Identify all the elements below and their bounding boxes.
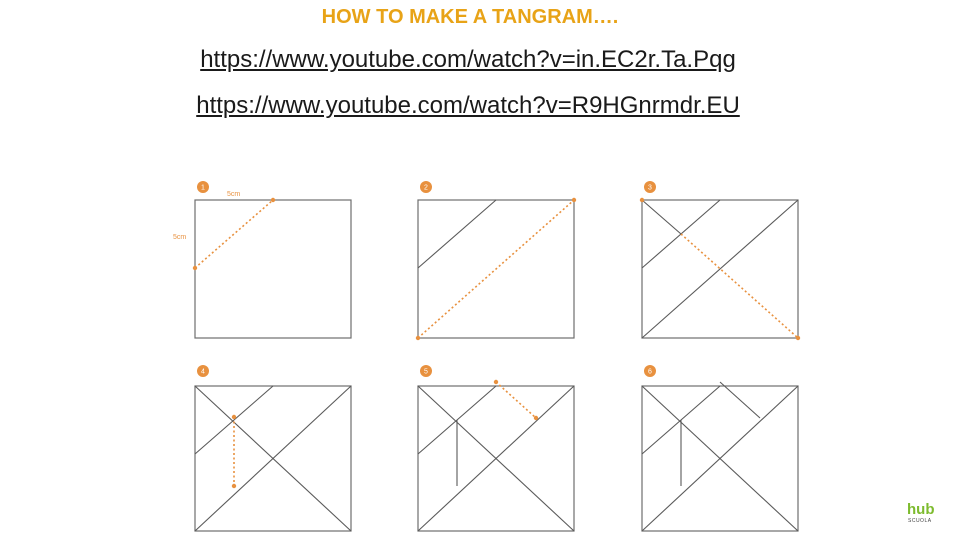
cut-line — [194, 199, 274, 269]
step-2-diagram: 2 — [393, 178, 593, 348]
dimension-label-top: 5cm — [227, 191, 240, 198]
page-title: HOW TO MAKE A TANGRAM…. — [321, 6, 619, 28]
svg-text:SCUOLA: SCUOLA — [908, 518, 932, 524]
youtube-link-1[interactable]: https://www.youtube.com/watch?v=in.EC2r.… — [200, 46, 736, 73]
svg-text:1: 1 — [201, 185, 205, 192]
hub-scuola-logo: hub SCUOLA — [907, 501, 935, 524]
cut-line — [680, 233, 799, 339]
cut-line — [495, 381, 537, 419]
svg-text:5: 5 — [424, 369, 428, 376]
step-number-badge: 6 — [644, 365, 656, 377]
cut-line — [417, 199, 575, 339]
step-number-badge: 5 — [420, 365, 432, 377]
svg-text:6: 6 — [648, 369, 652, 376]
square-outline — [194, 199, 352, 339]
step-6-diagram: 6 — [617, 364, 817, 534]
svg-text:4: 4 — [201, 369, 205, 376]
svg-text:hub: hub — [907, 501, 935, 518]
youtube-link-2[interactable]: https://www.youtube.com/watch?v=R9HGnrmd… — [196, 92, 740, 119]
step-1-diagram: 1 5cm 5cm — [170, 178, 370, 348]
step-number-badge: 3 — [644, 181, 656, 193]
step-4-diagram: 4 — [170, 364, 370, 534]
step-3-diagram: 3 — [617, 178, 817, 348]
svg-text:3: 3 — [648, 185, 652, 192]
step-5-diagram: 5 — [393, 364, 593, 534]
dimension-label-left: 5cm — [173, 234, 186, 241]
svg-text:2: 2 — [424, 185, 428, 192]
step-number-badge: 1 — [197, 181, 209, 193]
step-number-badge: 2 — [420, 181, 432, 193]
step-number-badge: 4 — [197, 365, 209, 377]
